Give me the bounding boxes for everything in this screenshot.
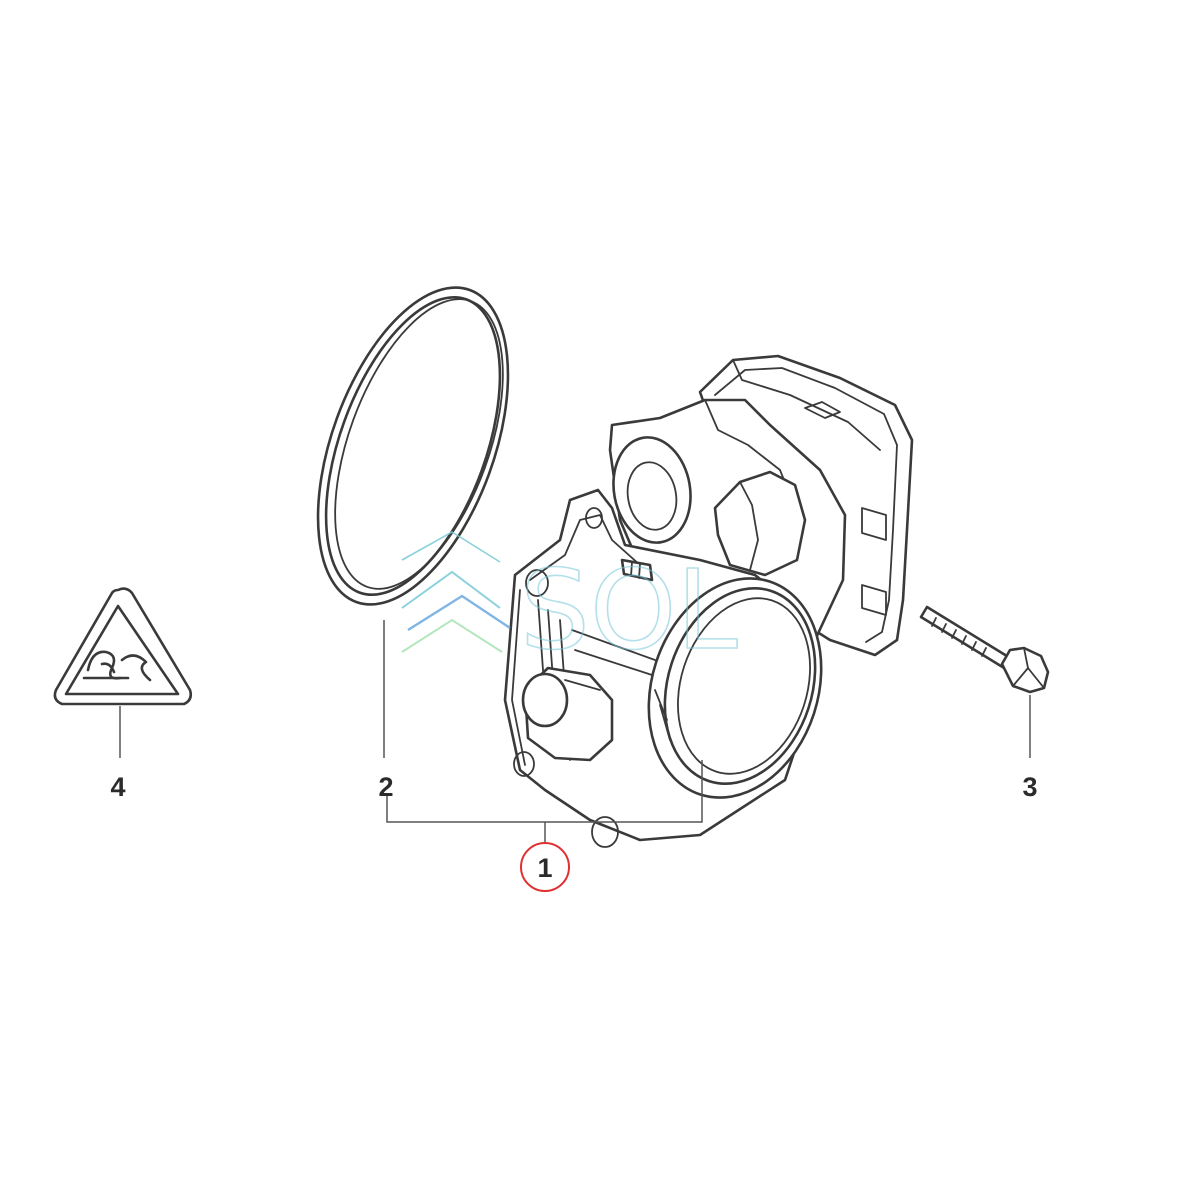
bolt[interactable] [919, 605, 1050, 694]
gasket-ring[interactable] [280, 262, 546, 629]
callout-2: 2 [378, 772, 393, 802]
leader-lines [119, 620, 1031, 842]
callout-3: 3 [1022, 772, 1037, 802]
watermark-text: SOL [520, 546, 738, 674]
warning-label-icon[interactable] [53, 587, 193, 706]
callout-4: 4 [110, 772, 125, 802]
callout-1-highlight-circle [520, 842, 570, 892]
watermark-logo [401, 531, 511, 653]
throttle-body[interactable] [503, 354, 914, 848]
callout-1[interactable]: 1 [537, 853, 552, 883]
